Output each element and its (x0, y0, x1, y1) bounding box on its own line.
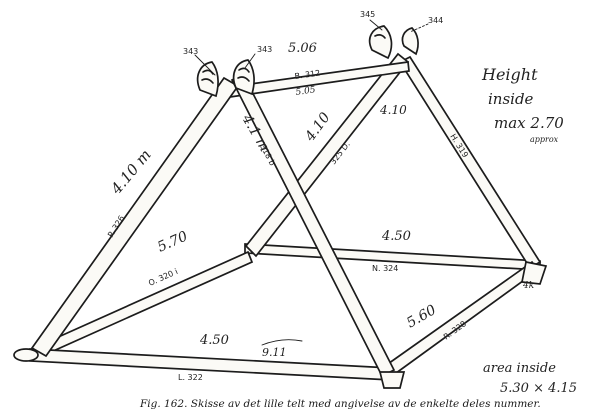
note-area-line2: 5.30 × 4.15 (500, 381, 577, 396)
note-height-line1: Height (481, 65, 538, 84)
measure-right-back: 4.10 (379, 103, 407, 117)
note-area-line1: area inside (483, 361, 556, 376)
label-l322: L. 322 (178, 373, 203, 382)
label-344: 344 (428, 16, 443, 25)
label-343-right: 343 (257, 45, 272, 54)
right-back-foot (520, 260, 548, 285)
note-height: Height inside max 2.70 approx (481, 65, 564, 144)
measure-front-ground: 4.50 (199, 333, 229, 348)
pole-right-back-leg (398, 55, 542, 270)
label-n324: N. 324 (372, 264, 398, 273)
right-front-foot (378, 371, 406, 389)
label-343-left: 343 (183, 47, 198, 56)
right-apex-finials (368, 25, 419, 60)
measure-front-ground-small: 9.11 (262, 346, 287, 359)
measure-back-ground: 4.50 (381, 229, 411, 244)
left-apex-finials (196, 59, 255, 98)
measure-top-lower: 5.05 (295, 85, 317, 98)
note-height-line4: approx (530, 135, 559, 144)
figure-caption: Fig. 162. Skisse av det lille telt med a… (140, 398, 541, 410)
note-height-line3: max 2.70 (494, 114, 564, 132)
note-area: area inside 5.30 × 4.15 (483, 361, 577, 396)
left-foot (13, 348, 39, 362)
measure-right-ground: 5.60 (404, 302, 439, 331)
pole-front-ground (29, 348, 393, 381)
measure-top-upper: 5.06 (288, 41, 317, 56)
label-345: 345 (360, 10, 375, 19)
corner-mark: 4k (522, 281, 534, 291)
measure-right-front-inner: 4.10 (302, 110, 334, 146)
measure-inner-low: 5.70 (155, 228, 190, 255)
label-b312: B. 312 (294, 68, 321, 81)
note-height-line2: inside (488, 90, 534, 108)
